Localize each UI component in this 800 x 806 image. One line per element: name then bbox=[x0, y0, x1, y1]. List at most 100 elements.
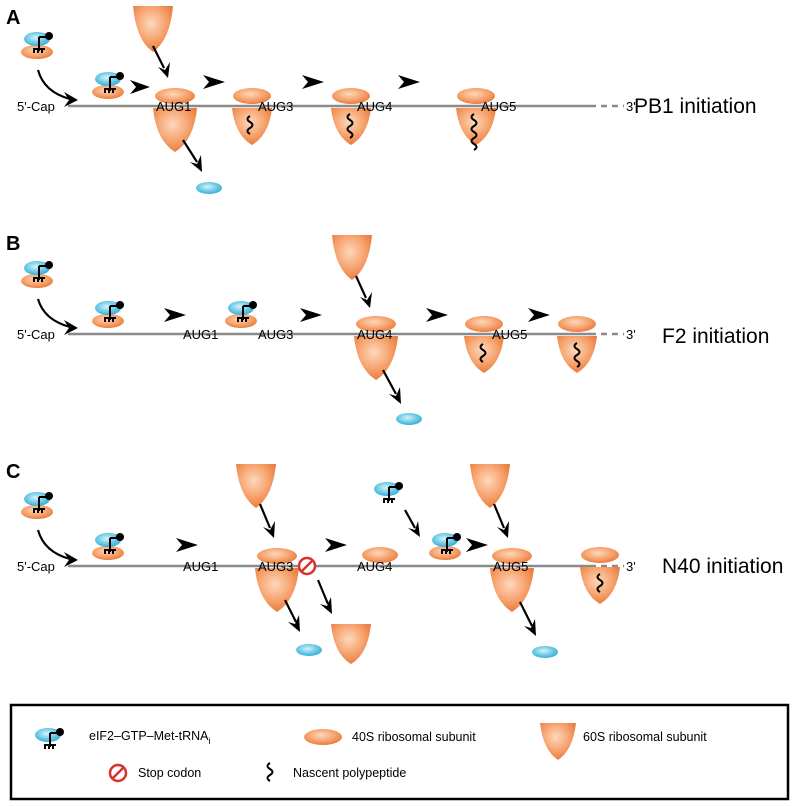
aug-label: AUG5 bbox=[493, 559, 528, 574]
ternary-complex bbox=[374, 482, 403, 503]
aug-label: AUG3 bbox=[258, 99, 293, 114]
release-arrowhead bbox=[524, 619, 536, 636]
elongating-ribosome bbox=[580, 547, 620, 604]
joining-arrowhead bbox=[497, 521, 509, 538]
small-subunit-icon bbox=[304, 729, 342, 745]
joining-arrowhead bbox=[158, 62, 170, 78]
joining-arrow bbox=[354, 275, 368, 299]
elongation-arrow bbox=[203, 75, 225, 89]
elongating-ribosome bbox=[464, 316, 504, 373]
legend: eIF2–GTP–Met-tRNAi 40S ribosomal subunit… bbox=[9, 703, 790, 801]
aug-label: AUG5 bbox=[481, 99, 516, 114]
joining-arrowhead bbox=[263, 521, 275, 538]
scanning-complex bbox=[429, 533, 461, 560]
small-subunit bbox=[362, 547, 398, 563]
release-arrowhead bbox=[389, 387, 401, 404]
ribosome-80s bbox=[255, 548, 299, 612]
scan-arrow bbox=[164, 308, 186, 322]
legend-60s-label: 60S ribosomal subunit bbox=[583, 730, 707, 744]
scanning-complex bbox=[225, 301, 257, 328]
scan-arrow bbox=[130, 80, 150, 94]
aug-label: AUG1 bbox=[156, 99, 191, 114]
flow-arrowhead bbox=[64, 320, 78, 335]
elongating-ribosome bbox=[557, 316, 597, 373]
released-eif2 bbox=[396, 413, 422, 425]
polypeptide-icon bbox=[266, 762, 274, 782]
flow-arrowhead bbox=[64, 552, 78, 567]
panel-letter: A bbox=[6, 7, 20, 29]
aug-label: AUG3 bbox=[258, 559, 293, 574]
large-subunit-icon bbox=[540, 723, 576, 760]
scan-arrow bbox=[466, 538, 488, 552]
cap-label: 5'-Cap bbox=[17, 559, 55, 574]
preinitiation-complex bbox=[21, 492, 53, 519]
ribosome-80s bbox=[153, 88, 197, 152]
released-eif2 bbox=[196, 182, 222, 194]
panel-title: N40 initiation bbox=[662, 555, 783, 578]
release-arrow bbox=[519, 601, 533, 627]
flow-arrowhead bbox=[64, 92, 78, 107]
aug-label: AUG4 bbox=[357, 99, 392, 114]
aug-label: AUG1 bbox=[183, 327, 218, 342]
large-subunit bbox=[236, 464, 276, 508]
cap-label: 5'-Cap bbox=[17, 327, 55, 342]
panel-letter: B bbox=[6, 233, 20, 255]
elongating-ribosome bbox=[232, 88, 272, 145]
panel-letter: C bbox=[6, 461, 20, 483]
release-arrow bbox=[182, 139, 198, 163]
preinitiation-complex bbox=[21, 261, 53, 288]
release-arrowhead bbox=[190, 155, 202, 172]
dissociation-arrow bbox=[316, 579, 330, 605]
flow-arrow bbox=[36, 298, 71, 329]
three-prime-label: 3' bbox=[626, 559, 636, 574]
joining-arrow bbox=[258, 503, 272, 529]
recruitment-arrowhead bbox=[408, 521, 420, 537]
cap-label: 5'-Cap bbox=[17, 99, 55, 114]
elongation-arrow bbox=[398, 75, 420, 89]
panel-a: A PB1 initiation 5'-Cap 3' AUG1 bbox=[6, 6, 757, 194]
stop-codon-icon bbox=[297, 556, 317, 576]
flow-arrow bbox=[36, 529, 71, 561]
scan-arrow bbox=[176, 538, 198, 552]
ribosome-80s bbox=[354, 316, 398, 380]
ribosome-80s bbox=[490, 548, 534, 612]
panel-title: PB1 initiation bbox=[634, 95, 757, 118]
joining-arrow bbox=[492, 503, 506, 529]
preinitiation-complex bbox=[21, 32, 53, 59]
reinitiation-arrow bbox=[325, 538, 347, 552]
elongating-ribosome bbox=[331, 88, 371, 145]
release-arrow bbox=[284, 599, 297, 623]
release-arrowhead bbox=[288, 615, 300, 632]
scanning-complex bbox=[92, 301, 124, 328]
legend-box bbox=[9, 703, 790, 801]
elongation-arrow bbox=[302, 75, 324, 89]
legend-stop-label: Stop codon bbox=[138, 766, 201, 780]
elongation-arrow bbox=[528, 308, 550, 322]
scanning-complex bbox=[92, 533, 124, 560]
flow-arrow bbox=[36, 69, 71, 101]
released-eif2 bbox=[532, 646, 558, 658]
large-subunit bbox=[332, 235, 372, 280]
three-prime-label: 3' bbox=[626, 99, 636, 114]
scan-arrow bbox=[300, 308, 322, 322]
scanning-complex bbox=[92, 72, 124, 99]
elongating-ribosome bbox=[456, 88, 496, 151]
elongation-arrow bbox=[426, 308, 448, 322]
aug-label: AUG5 bbox=[492, 327, 527, 342]
large-subunit bbox=[331, 624, 371, 664]
aug-label: AUG1 bbox=[183, 559, 218, 574]
released-eif2 bbox=[296, 644, 322, 656]
joining-arrow bbox=[152, 45, 165, 69]
panel-c: C N40 initiation 5'-Cap 3' AUG1 AUG3 bbox=[6, 461, 783, 664]
release-arrow bbox=[382, 369, 397, 395]
panel-b: B F2 initiation 5'-Cap 3' AUG1 AUG3 bbox=[6, 233, 769, 425]
eif2-icon bbox=[35, 728, 64, 749]
recruitment-arrow bbox=[404, 509, 416, 529]
large-subunit bbox=[133, 6, 173, 52]
stop-codon-legend-icon bbox=[108, 763, 128, 783]
dissociation-arrowhead bbox=[320, 597, 332, 614]
aug-label: AUG4 bbox=[357, 559, 392, 574]
panel-title: F2 initiation bbox=[662, 325, 769, 348]
legend-40s-label: 40S ribosomal subunit bbox=[352, 730, 476, 744]
